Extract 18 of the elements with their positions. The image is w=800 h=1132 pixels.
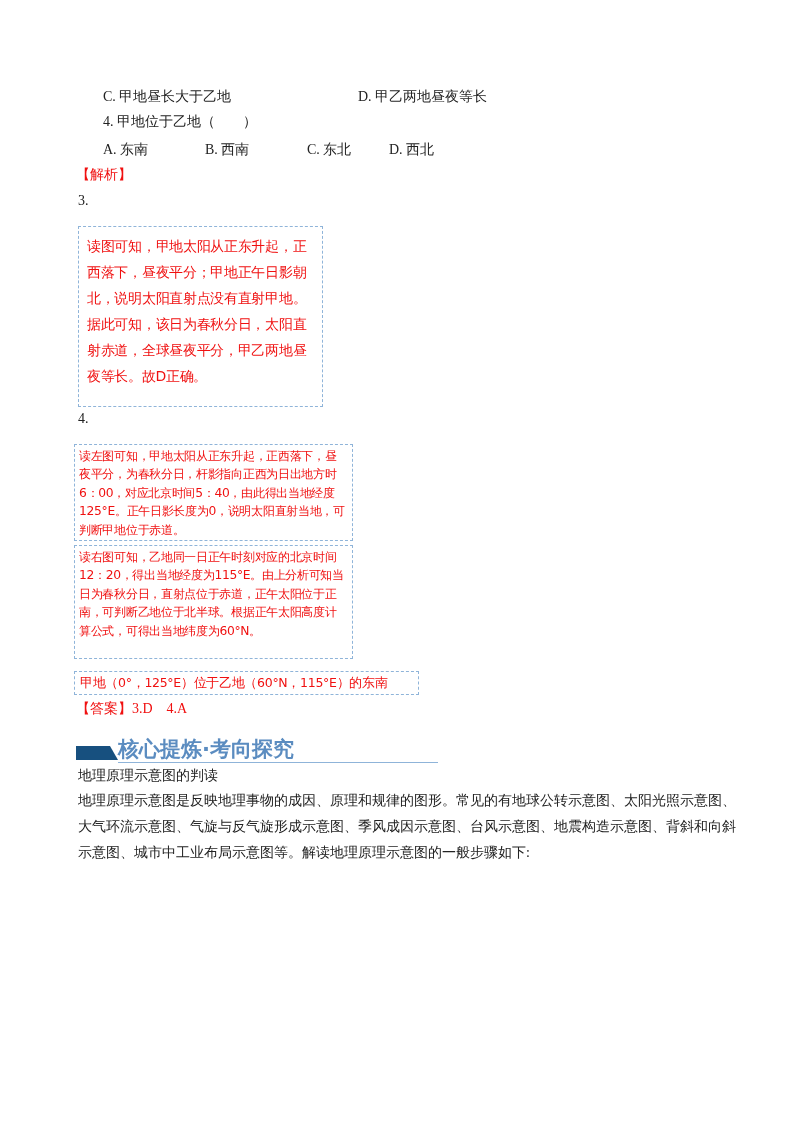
text-box: 读右图可知，乙地同一日正午时刻对应的北京时间12：20，得出当地经度为115°E。由上分析可知当日为春秋分日，直射点位于赤道，正午太阳位于正南，可判断乙地位于北半球。根据正午太阳高度计算公式，可得出当地纬度为60°N。 [74,545,353,659]
answer-text: 【答案】3.D 4.A [76,700,188,718]
section-heading: 核心提炼·考向探究 [118,736,438,763]
question-number: 4. [78,411,89,427]
option-text: C. 甲地昼长大于乙地 [103,88,232,106]
subheading-text: 地理原理示意图的判读 [78,767,218,785]
option-text: C. 东北 [307,141,352,159]
option-text: B. 西南 [205,141,250,159]
text-box: 甲地（0°，125°E）位于乙地（60°N，115°E）的东南 [74,671,419,695]
paragraph: 地理原理示意图是反映地理事物的成因、原理和规律的图形。常见的有地球公转示意图、太阳光照示意图、大气环流示意图、气旋与反气旋形成示意图、季风成因示意图、台风示意图、地震构造示意图、背斜和向斜示意图、城市中工业布局示意图等。解读地理原理示意图的一般步骤如下: [78,792,737,862]
option-text: D. 甲乙两地昼夜等长 [358,88,488,106]
option-text: D. 西北 [389,141,435,159]
section-label: 【解析】 [76,166,132,184]
question-text: 4. 甲地位于乙地（ ） [103,113,257,131]
question-number: 3. [78,193,89,209]
text-box: 读左图可知，甲地太阳从正东升起，正西落下，昼夜平分，为春秋分日，杆影指向正西为日出地方时6：00，对应北京时间5：40，由此得出当地经度125°E。正午日影长度为0，说明太阳直射当地，可判断甲地位于赤道。 [74,444,353,541]
option-text: A. 东南 [103,141,149,159]
text-box: 读图可知，甲地太阳从正东升起，正西落下，昼夜平分；甲地正午日影朝北，说明太阳直射点没有直射甲地。据此可知，该日为春秋分日，太阳直射赤道，全球昼夜平分，甲乙两地昼夜等长。故D正确。 [78,226,323,407]
